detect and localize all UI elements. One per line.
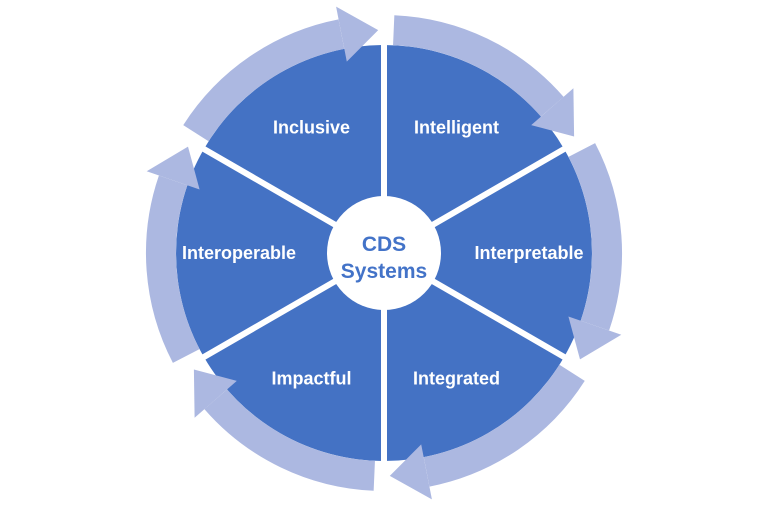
ring-arrows-layer xyxy=(145,6,623,500)
segment-label-impactful: Impactful xyxy=(271,369,351,389)
segment-integrated-arrowhead-icon xyxy=(389,444,432,500)
segment-label-intelligent: Intelligent xyxy=(414,117,499,137)
segment-integrated-wedge xyxy=(384,253,565,461)
segment-label-interoperable: Interoperable xyxy=(182,243,296,263)
segment-impactful-arrowhead-icon xyxy=(193,369,237,418)
segment-intelligent-arc-arrow xyxy=(392,15,564,117)
segment-interoperable-arrowhead-icon xyxy=(146,146,200,190)
segment-labels-layer: Inclusive IntelligentInterpretableIntegra… xyxy=(182,117,584,388)
center-title-line2: Systems xyxy=(341,260,427,283)
segment-inclusive-arc-arrow xyxy=(183,19,345,142)
center-title-line1: CDS xyxy=(362,233,406,256)
segment-interpretable-arrowhead-icon xyxy=(568,316,622,360)
segment-interoperable-wedge xyxy=(176,149,384,357)
segment-interpretable-arc-arrow xyxy=(568,143,623,331)
segment-intelligent-wedge xyxy=(384,45,565,253)
segment-integrated-arc-arrow xyxy=(423,364,585,487)
segment-impactful-wedge xyxy=(203,253,384,461)
segment-inclusive-arrowhead-icon xyxy=(336,6,379,62)
segment-label-inclusive: Inclusive xyxy=(273,117,350,137)
segment-impactful-arc-arrow xyxy=(204,389,376,491)
segment-label-interpretable: Interpretable xyxy=(474,243,583,263)
segment-intelligent-arrowhead-icon xyxy=(531,88,575,137)
wedges-layer xyxy=(176,45,592,461)
segment-inclusive-wedge xyxy=(203,45,384,253)
segment-interpretable-wedge xyxy=(384,149,592,357)
center-circle xyxy=(327,196,441,310)
segment-label-integrated: Integrated xyxy=(413,369,500,389)
segment-interoperable-arc-arrow xyxy=(145,175,200,363)
